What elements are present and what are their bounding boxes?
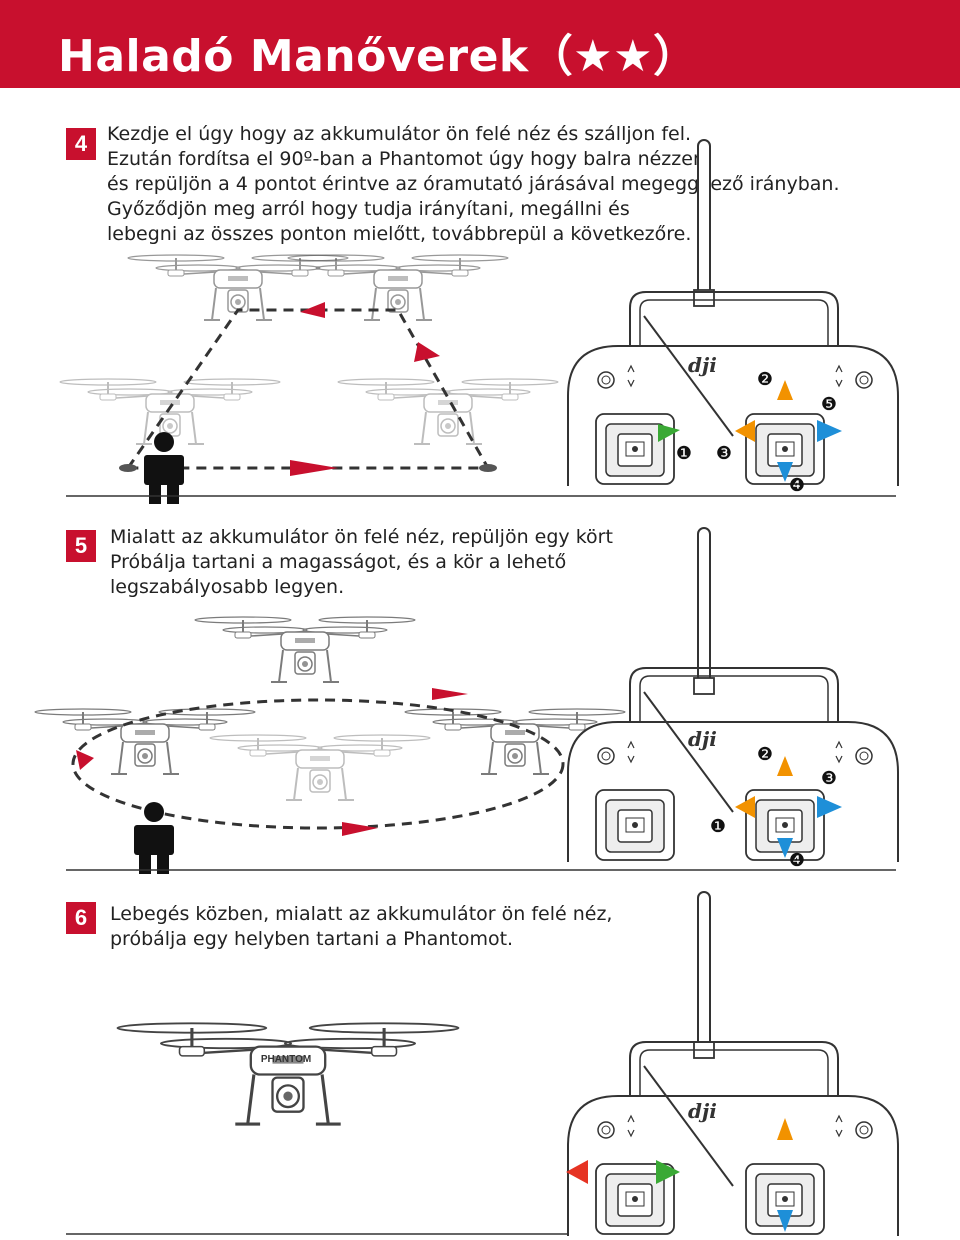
- step-4-badge: 4: [66, 128, 96, 160]
- page-title: Haladó Manőverek（★★）: [58, 31, 698, 82]
- marker-5-2: ❷: [757, 744, 773, 764]
- step-4-text: Kezdje el úgy hogy az akkumulátor ön fel…: [107, 122, 839, 247]
- marker-1: ❶: [676, 443, 692, 463]
- step-6-text: Lebegés közben, mialatt az akkumulátor ö…: [110, 902, 612, 952]
- marker-2: ❷: [757, 369, 773, 389]
- dji-logo-2: dji: [688, 727, 717, 751]
- marker-5-4: ❹: [789, 850, 805, 870]
- dji-logo: dji: [688, 353, 717, 377]
- marker-5-1: ❶: [710, 816, 726, 836]
- dji-logo-3: dji: [688, 1099, 717, 1123]
- step-4-line-3: és repüljön a 4 pontot érintve az óramut…: [107, 173, 840, 195]
- step-4-line-4: Győződjön meg arról hogy tudja irányítan…: [107, 198, 630, 220]
- step-6-diagram: PHANTOM dji: [66, 891, 899, 1237]
- step-4-line-2: Ezután fordítsa el 90º-ban a Phantomot ú…: [107, 148, 705, 170]
- page-header: Haladó Manőverek（★★）: [0, 0, 960, 88]
- phantom-label: PHANTOM: [261, 1054, 311, 1065]
- step-5-line-2: Próbálja tartani a magasságot, és a kör …: [110, 551, 567, 573]
- marker-3: ❸: [716, 443, 732, 463]
- step-5-diagram: dji: [34, 527, 899, 874]
- step-5-badge: 5: [66, 530, 96, 562]
- step-4-line-1: Kezdje el úgy hogy az akkumulátor ön fel…: [107, 123, 692, 145]
- step-4-line-5: lebegni az összes ponton mielőtt, tovább…: [107, 223, 692, 245]
- step-5-line-3: legszabályosabb legyen.: [110, 576, 345, 598]
- step-6-line-2: próbálja egy helyben tartani a Phantomot…: [110, 928, 514, 950]
- step-6-badge: 6: [66, 902, 96, 934]
- marker-4: ❹: [789, 475, 805, 495]
- step-6-line-1: Lebegés közben, mialatt az akkumulátor ö…: [110, 903, 613, 925]
- step-5-text: Mialatt az akkumulátor ön felé néz, repü…: [110, 525, 613, 600]
- marker-5-3: ❸: [821, 768, 837, 788]
- step-4-diagram: dji: [59, 139, 899, 504]
- step-5-line-1: Mialatt az akkumulátor ön felé néz, repü…: [110, 526, 613, 548]
- marker-5: ❺: [821, 394, 837, 414]
